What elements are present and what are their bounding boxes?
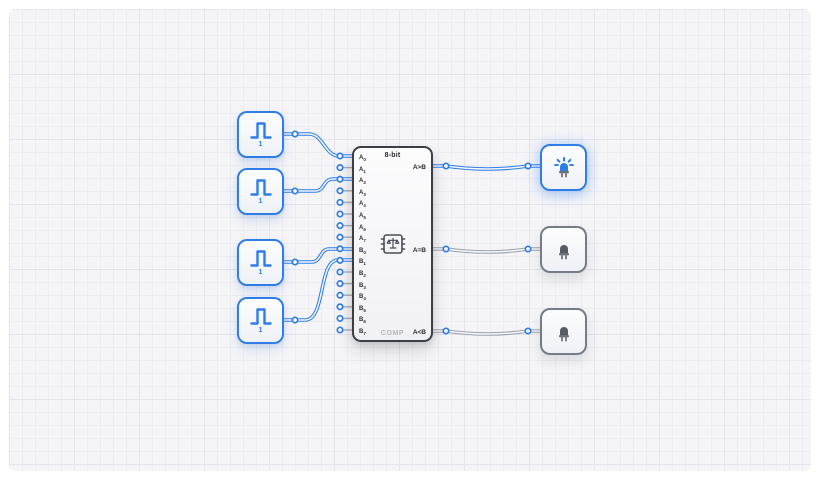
- led-3[interactable]: [540, 308, 587, 355]
- chip-output-label-agtb: A>B: [412, 164, 426, 171]
- pulse-button-3[interactable]: 1: [237, 239, 284, 286]
- chip-input-pin-label: B4: [359, 294, 366, 302]
- chip-input-pin-label: A0: [359, 155, 366, 163]
- pulse-button-1[interactable]: 1: [237, 111, 284, 158]
- pin-terminal-dot[interactable]: [336, 175, 344, 183]
- wire-altb-led3[interactable]: [430, 329, 543, 336]
- wire-agtb-led1[interactable]: [430, 164, 543, 171]
- chip-input-pin-label: B6: [359, 317, 366, 325]
- pin-terminal-dot[interactable]: [336, 314, 344, 322]
- wire-btn4-b1[interactable]: [281, 258, 356, 322]
- pin-terminal-dot[interactable]: [336, 280, 344, 288]
- chip-input-pin-label: A5: [359, 213, 366, 221]
- pulse-icon: [249, 179, 272, 196]
- comparator-icon: [380, 234, 405, 254]
- wire-aeqb-led2[interactable]: [430, 247, 543, 254]
- pin-terminal-dot[interactable]: [336, 198, 344, 206]
- chip-subtitle: COMP: [380, 330, 405, 337]
- pulse-button-value: 1: [258, 198, 263, 205]
- pulse-button-value: 1: [258, 269, 263, 276]
- pulse-button-4[interactable]: 1: [237, 297, 284, 344]
- pin-terminal-dot[interactable]: [336, 326, 344, 334]
- led-icon: [558, 244, 569, 259]
- chip-input-pin-label: B1: [359, 259, 366, 267]
- pin-terminal-dot[interactable]: [336, 303, 344, 311]
- pulse-button-value: 1: [258, 141, 263, 148]
- pulse-button-2[interactable]: 1: [237, 168, 284, 215]
- led-1[interactable]: [540, 144, 587, 191]
- pulse-button-value: 1: [258, 327, 263, 334]
- pin-terminal-dot[interactable]: [336, 152, 344, 160]
- pulse-icon: [249, 250, 272, 267]
- pin-terminal-dot[interactable]: [336, 210, 344, 218]
- chip-input-pin-label: A3: [359, 189, 366, 197]
- pin-terminal-dot[interactable]: [336, 164, 344, 172]
- chip-input-pin-label: B5: [359, 305, 366, 313]
- pin-terminal-dot[interactable]: [336, 245, 344, 253]
- circuit-canvas[interactable]: 1 1 1 1 8-bit: [9, 9, 811, 471]
- pin-terminal-dot[interactable]: [336, 187, 344, 195]
- pin-terminal-dot[interactable]: [336, 291, 344, 299]
- chip-input-pin-label: A2: [359, 178, 366, 186]
- led-2[interactable]: [540, 226, 587, 273]
- wire-btn1-a0[interactable]: [281, 132, 356, 158]
- led-icon: [558, 326, 569, 341]
- chip-title: 8-bit: [384, 152, 401, 159]
- pulse-icon: [249, 308, 272, 325]
- pulse-icon: [249, 122, 272, 139]
- chip-input-pin-label: A7: [359, 236, 366, 244]
- chip-output-label-aeqb: A=B: [412, 247, 426, 254]
- pin-terminal-dot[interactable]: [336, 268, 344, 276]
- pin-terminal-dot[interactable]: [336, 222, 344, 230]
- pin-terminal-dot[interactable]: [336, 233, 344, 241]
- chip-input-pin-label: B7: [359, 329, 366, 337]
- wire-btn3-b0[interactable]: [281, 247, 356, 264]
- chip-input-pin-label: A4: [359, 201, 366, 209]
- chip-input-pin-label: A6: [359, 224, 366, 232]
- chip-input-pin-label: B0: [359, 247, 366, 255]
- chip-input-pin-label: B3: [359, 282, 366, 290]
- led-icon: [553, 156, 574, 177]
- chip-input-pin-label: A1: [359, 166, 366, 174]
- pin-terminal-dot[interactable]: [336, 256, 344, 264]
- chip-input-pin-label: B2: [359, 271, 366, 279]
- wire-btn2-a2[interactable]: [281, 177, 356, 193]
- chip-output-label-altb: A<B: [412, 329, 426, 336]
